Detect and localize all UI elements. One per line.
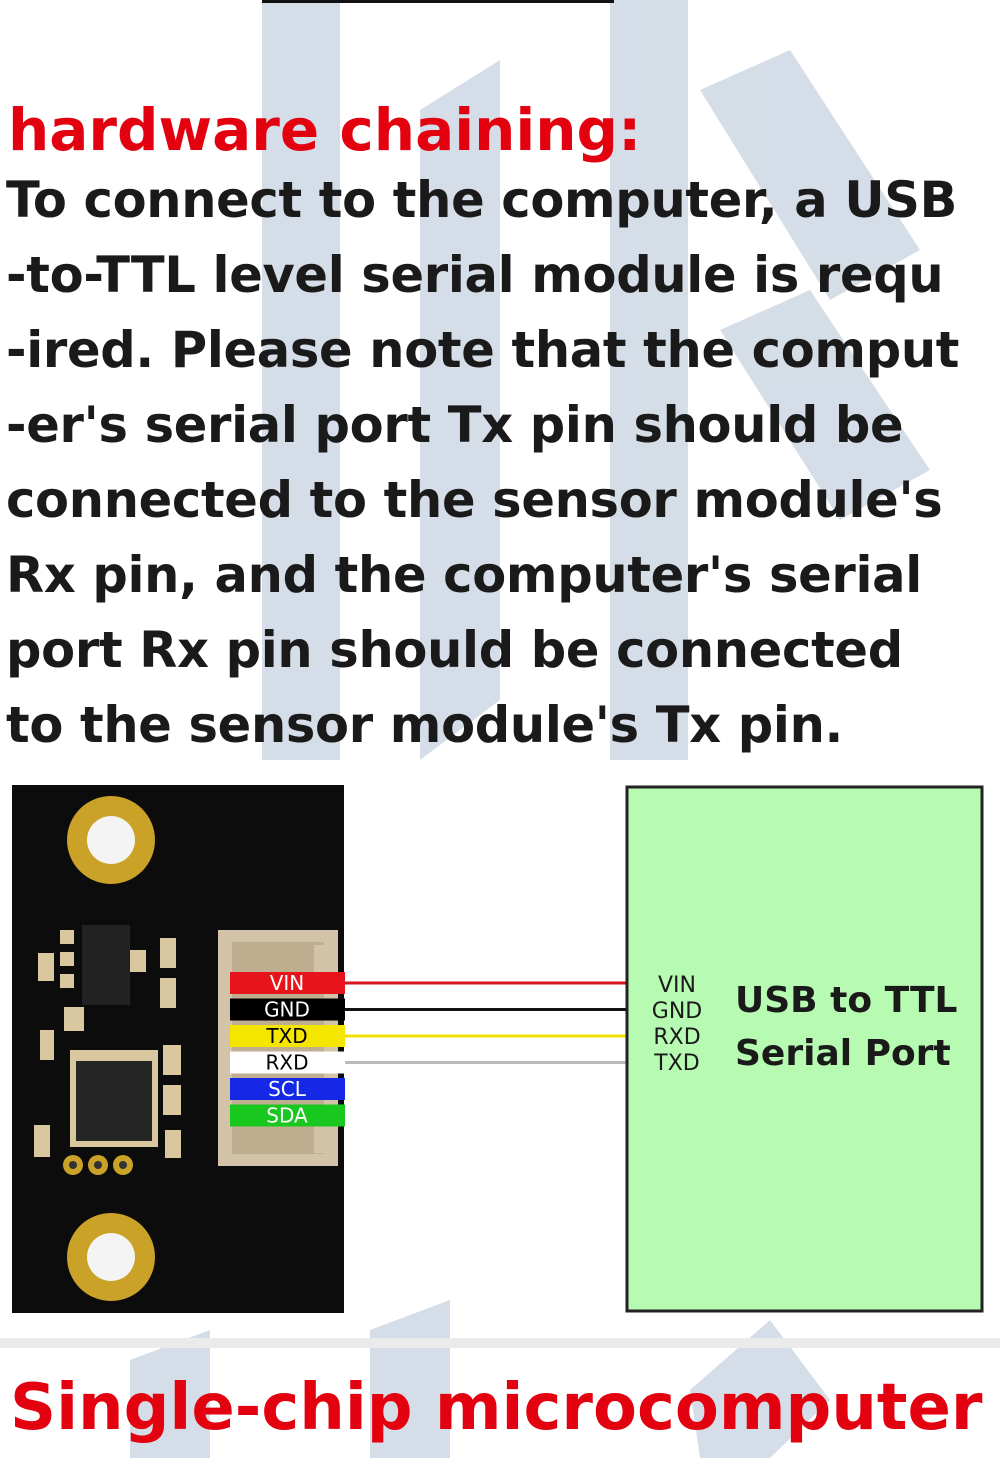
description-line: connected to the sensor module's [6,471,943,529]
passive-components-icon [34,938,181,1158]
pin-label-rxd: RXD [266,1051,309,1075]
pin-label-sda: SDA [266,1104,308,1128]
usb-pin-label-gnd: GND [652,999,702,1024]
pin-band-txd [230,1025,345,1047]
description-line: -er's serial port Tx pin should be [6,396,904,454]
usb-ttl-title-line2: Serial Port [735,1033,951,1074]
pin-label-vin: VIN [270,971,305,995]
pin-band-vin [230,972,345,994]
usb-pin-label-vin: VIN [658,973,696,998]
description-line: port Rx pin should be connected [6,621,903,679]
connection-wires [345,981,634,1064]
pin-label-txd: TXD [265,1024,307,1048]
wire-gnd-to-gnd [345,1008,634,1012]
pin-band-rxd [230,1051,345,1074]
wire-vin-to-vin [345,981,634,986]
description-line: to the sensor module's Tx pin. [6,696,844,754]
pin-label-gnd: GND [264,998,310,1022]
usb-pin-label-txd: TXD [653,1051,699,1076]
top-border-bar [262,0,614,3]
main-chip-icon [70,1050,158,1147]
connector-housing [218,930,338,1166]
section-title: hardware chaining: [8,96,642,164]
usb-pin-label-rxd: RXD [653,1025,700,1050]
pin-band-gnd [230,998,345,1021]
pin-band-scl [230,1078,345,1100]
pin-band-sda [230,1104,345,1127]
next-section-title: Single-chip microcomputer [10,1371,983,1445]
regulator-chip-icon [60,925,146,1005]
pin-label-scl: SCL [268,1077,307,1101]
description-line: -to-TTL level serial module is requ [6,246,944,304]
section-separator [0,1338,1000,1348]
mounting-hole-icon [67,1213,155,1301]
wire-rxd-to-txd [345,1060,634,1064]
mounting-hole-icon [67,796,155,884]
test-pads-icon [63,1155,133,1175]
description-line: -ired. Please note that the comput [6,321,960,379]
description-text: To connect to the computer, a USB -to-TT… [6,163,959,763]
description-line: Rx pin, and the computer's serial [6,546,922,604]
usb-ttl-title-line1: USB to TTL [735,980,958,1021]
description-line: To connect to the computer, a USB [6,171,957,229]
